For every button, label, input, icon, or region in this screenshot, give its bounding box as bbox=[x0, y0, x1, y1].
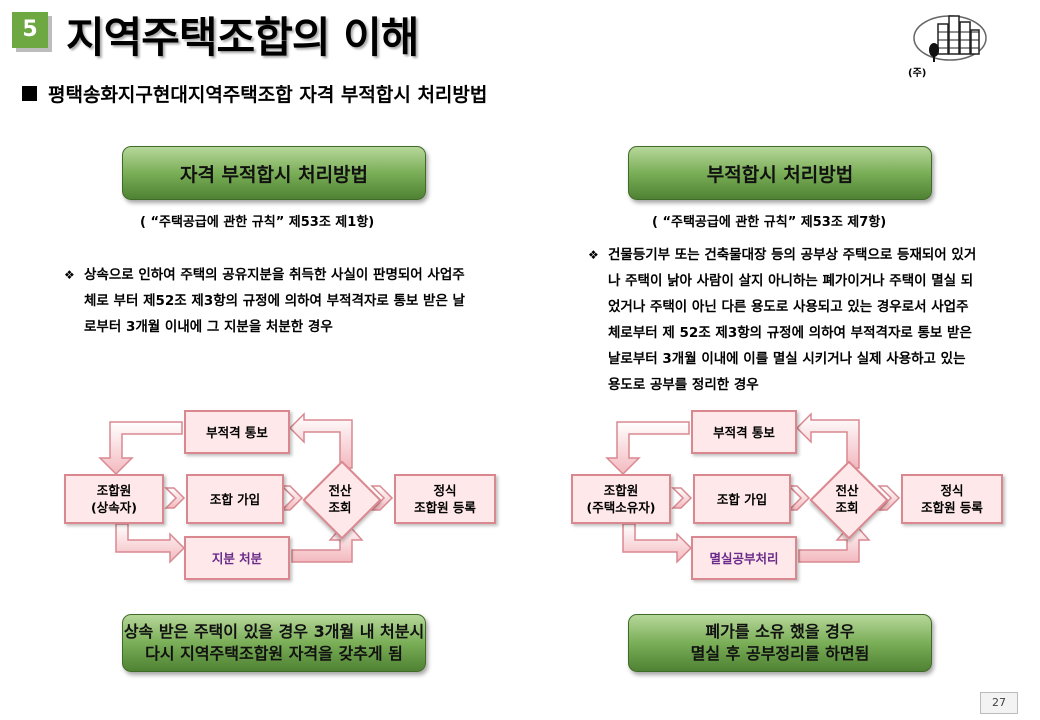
left-register-box: 정식 조합원 등록 bbox=[394, 474, 496, 524]
arrow-member-to-action bbox=[115, 523, 186, 564]
right-description: ❖ 건물등기부 또는 건축물대장 등의 공부상 주택으로 등재되어 있거 나 주… bbox=[588, 242, 977, 398]
left-desc-line: 로부터 3개월 이내에 그 지분을 처분한 경우 bbox=[84, 319, 333, 335]
arrow-notice-to-member bbox=[98, 421, 183, 476]
right-register-box: 정식 조합원 등록 bbox=[901, 474, 1003, 524]
member-sublabel: (상속자) bbox=[91, 500, 137, 515]
chevron-check-to-register bbox=[370, 485, 394, 511]
right-desc-line: 체로부터 제 52조 제3항의 규정에 의하여 부적격자로 통보 받은 bbox=[608, 325, 972, 341]
notice-label: 부적격 통보 bbox=[206, 424, 268, 440]
check-sublabel: 조회 bbox=[835, 500, 859, 515]
join-label: 조합 가입 bbox=[716, 491, 768, 507]
left-action-box: 지분 처분 bbox=[184, 536, 290, 580]
member-label: 조합원 bbox=[603, 483, 639, 498]
company-logo: (주) bbox=[908, 10, 988, 80]
chevron-check-to-register bbox=[877, 485, 901, 511]
section-subtitle: 평택송화지구현대지역주택조합 자격 부적합시 처리방법 bbox=[48, 84, 488, 106]
chevron-member-to-join bbox=[671, 487, 693, 509]
right-result-line: 폐가를 소유 했을 경우 bbox=[705, 622, 855, 641]
arrow-member-to-action bbox=[622, 523, 693, 564]
section-number-badge: 5 bbox=[12, 12, 48, 48]
section-bullet-square bbox=[22, 86, 37, 101]
logo-text: (주) bbox=[908, 68, 927, 79]
right-action-box: 멸실공부처리 bbox=[691, 536, 797, 580]
arrow-check-to-notice bbox=[795, 412, 860, 469]
right-bullet-icon: ❖ bbox=[588, 248, 599, 262]
member-sublabel: (주택소유자) bbox=[586, 500, 656, 515]
left-result-line: 다시 지역주택조합원 자격을 갖추게 됨 bbox=[145, 644, 403, 663]
register-sublabel: 조합원 등록 bbox=[921, 500, 983, 515]
left-result-banner: 상속 받은 주택이 있을 경우 3개월 내 처분시 다시 지역주택조합원 자격을… bbox=[122, 614, 426, 672]
page-title: 지역주택조합의 이해 bbox=[66, 13, 419, 62]
left-result-line: 상속 받은 주택이 있을 경우 3개월 내 처분시 bbox=[123, 622, 425, 641]
left-join-box: 조합 가입 bbox=[186, 474, 284, 524]
right-desc-line: 용도로 공부를 정리한 경우 bbox=[608, 377, 759, 393]
page-number: 27 bbox=[980, 692, 1018, 714]
arrow-check-to-notice bbox=[288, 412, 353, 469]
right-banner-label: 부적합시 처리방법 bbox=[706, 163, 854, 186]
action-label: 멸실공부처리 bbox=[709, 550, 779, 566]
right-desc-line: 날로부터 3개월 이내에 이를 멸실 시키거나 실제 사용하고 있는 bbox=[608, 351, 966, 367]
left-banner: 자격 부적합시 처리방법 bbox=[122, 146, 426, 200]
action-label: 지분 처분 bbox=[211, 550, 263, 566]
check-label: 전산 bbox=[328, 483, 352, 498]
left-reference: ( “주택공급에 관한 규칙” 제53조 제1항) bbox=[140, 215, 375, 230]
register-sublabel: 조합원 등록 bbox=[414, 500, 476, 515]
right-result-line: 멸실 후 공부정리를 하면됨 bbox=[690, 644, 870, 663]
chevron-member-to-join bbox=[164, 487, 186, 509]
check-sublabel: 조회 bbox=[328, 500, 352, 515]
right-notice-box: 부적격 통보 bbox=[691, 410, 797, 454]
right-member-box: 조합원 (주택소유자) bbox=[571, 474, 671, 524]
left-notice-box: 부적격 통보 bbox=[184, 410, 290, 454]
notice-label: 부적격 통보 bbox=[713, 424, 775, 440]
join-label: 조합 가입 bbox=[209, 491, 261, 507]
left-check-label: 전산 조회 bbox=[310, 482, 370, 516]
left-desc-line: 상속으로 인하여 주택의 공유지분을 취득한 사실이 판명되어 사업주 bbox=[84, 267, 465, 283]
left-desc-line: 체로 부터 제52조 제3항의 규정에 의하여 부적격자로 통보 받은 날 bbox=[84, 293, 465, 309]
right-join-box: 조합 가입 bbox=[693, 474, 791, 524]
right-reference: ( “주택공급에 관한 규칙” 제53조 제7항) bbox=[652, 215, 887, 230]
right-desc-line: 건물등기부 또는 건축물대장 등의 공부상 주택으로 등재되어 있거 bbox=[608, 247, 977, 263]
right-banner: 부적합시 처리방법 bbox=[628, 146, 932, 200]
right-check-label: 전산 조회 bbox=[817, 482, 877, 516]
left-description: ❖ 상속으로 인하여 주택의 공유지분을 취득한 사실이 판명되어 사업주 체로… bbox=[64, 262, 465, 340]
check-label: 전산 bbox=[835, 483, 859, 498]
register-label: 정식 bbox=[433, 483, 457, 498]
arrow-notice-to-member bbox=[605, 421, 690, 476]
chevron-join-to-check bbox=[787, 485, 811, 511]
right-desc-line: 었거나 주택이 아닌 다른 용도로 사용되고 있는 경우로서 사업주 bbox=[608, 299, 969, 315]
left-bullet-icon: ❖ bbox=[64, 268, 75, 282]
member-label: 조합원 bbox=[96, 483, 132, 498]
chevron-join-to-check bbox=[280, 485, 304, 511]
right-result-banner: 폐가를 소유 했을 경우 멸실 후 공부정리를 하면됨 bbox=[628, 614, 932, 672]
right-desc-line: 나 주택이 낡아 사람이 살지 아니하는 폐가이거나 주택이 멸실 되 bbox=[608, 273, 974, 289]
register-label: 정식 bbox=[940, 483, 964, 498]
left-banner-label: 자격 부적합시 처리방법 bbox=[179, 163, 369, 186]
buildings-logo-icon bbox=[913, 15, 987, 62]
left-member-box: 조합원 (상속자) bbox=[64, 474, 164, 524]
